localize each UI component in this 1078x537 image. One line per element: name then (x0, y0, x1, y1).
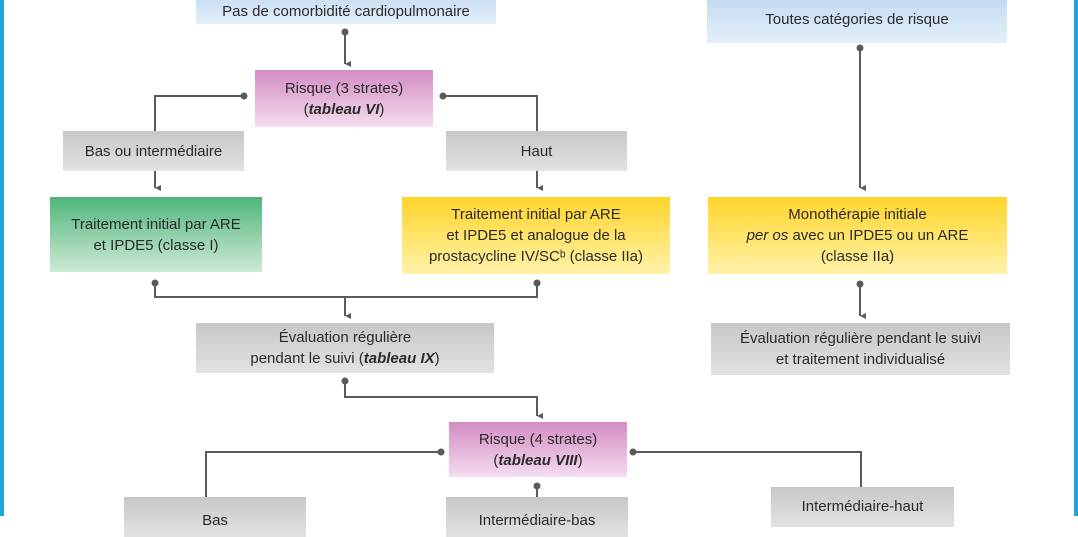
risk-3-strata-title: Risque (3 strates) (284, 79, 404, 97)
monotherapy-box: Monothérapie initiale per os avec un IPD… (708, 197, 1007, 274)
connector-dot (629, 448, 637, 456)
connector-dot (856, 44, 864, 52)
bottom-intermediate-high-text: Intermédiaire-haut (801, 498, 924, 515)
high-text: Haut (520, 142, 553, 160)
connector-dot (533, 482, 541, 490)
risk-4-strata-title: Risque (4 strates) (478, 430, 598, 448)
risk-4-strata-ref: (tableau VIII) (493, 451, 583, 469)
yellow-treatment-line3: prostacycline IV/SCᵇ (classe IIa) (428, 248, 644, 265)
connector-dot (341, 28, 349, 36)
right-frame-border (1074, 0, 1078, 516)
risk-3-strata-box: Risque (3 strates) (tableau VI) (255, 70, 433, 127)
eval-left-line2: pendant le suivi (tableau IX) (250, 350, 440, 367)
connector-dot (240, 92, 248, 100)
yellow-treatment-line2: et IPDE5 et analogue de la (446, 227, 626, 244)
green-treatment-line1: Traitement initial par ARE (71, 215, 241, 233)
mono-line1: Monothérapie initiale (788, 206, 927, 223)
initial-treatment-green-box: Traitement initial par ARE et IPDE5 (cla… (50, 197, 262, 272)
initial-treatment-yellow-box: Traitement initial par ARE et IPDE5 et a… (402, 197, 670, 274)
high-box: Haut (446, 131, 627, 171)
connector-dot (533, 279, 541, 287)
no-comorbidity-text: Pas de comorbidité cardiopulmonaire (222, 2, 470, 20)
bottom-intermediate-low-text: Intermédiaire-bas (478, 512, 596, 529)
left-frame-border (0, 0, 4, 516)
line-risk4-to-low (205, 451, 441, 500)
yellow-treatment-line1: Traitement initial par ARE (451, 206, 621, 223)
evaluation-left-box: Évaluation régulière pendant le suivi (t… (196, 323, 494, 373)
arrow-merge-to-eval (154, 283, 538, 316)
bottom-intermediate-high-box: Intermédiaire-haut (771, 487, 954, 527)
risk-4-strata-box: Risque (4 strates) (tableau VIII) (449, 422, 627, 477)
risk-3-strata-ref: (tableau VI) (303, 100, 385, 118)
bottom-low-text: Bas (202, 512, 228, 529)
mono-line2: per os avec un IPDE5 ou un ARE (746, 227, 969, 244)
arrow-eval-to-risk4 (344, 381, 537, 416)
bottom-intermediate-low-box: Intermédiaire-bas (446, 497, 628, 537)
connector-dot (151, 279, 159, 287)
all-risk-categories-text: Toutes catégories de risque (765, 11, 949, 28)
mono-line3: (classe IIa) (820, 248, 895, 265)
line-risk4-to-high (633, 451, 862, 490)
connector-dot (341, 377, 349, 385)
no-comorbidity-box: Pas de comorbidité cardiopulmonaire (196, 0, 496, 24)
eval-left-line1: Évaluation régulière (278, 329, 412, 346)
connector-dot (856, 280, 864, 288)
low-intermediate-box: Bas ou intermédiaire (63, 131, 244, 171)
bottom-low-box: Bas (124, 497, 306, 537)
all-risk-categories-box: Toutes catégories de risque (707, 0, 1007, 43)
green-treatment-line2: et IPDE5 (classe I) (93, 236, 219, 254)
eval-right-line1: Évaluation régulière pendant le suivi (740, 330, 981, 347)
connector-dot (439, 92, 447, 100)
evaluation-right-box: Évaluation régulière pendant le suivi et… (711, 323, 1010, 375)
eval-right-line2: et traitement individualisé (775, 351, 946, 368)
connector-dot (437, 448, 445, 456)
low-intermediate-text: Bas ou intermédiaire (84, 142, 223, 160)
